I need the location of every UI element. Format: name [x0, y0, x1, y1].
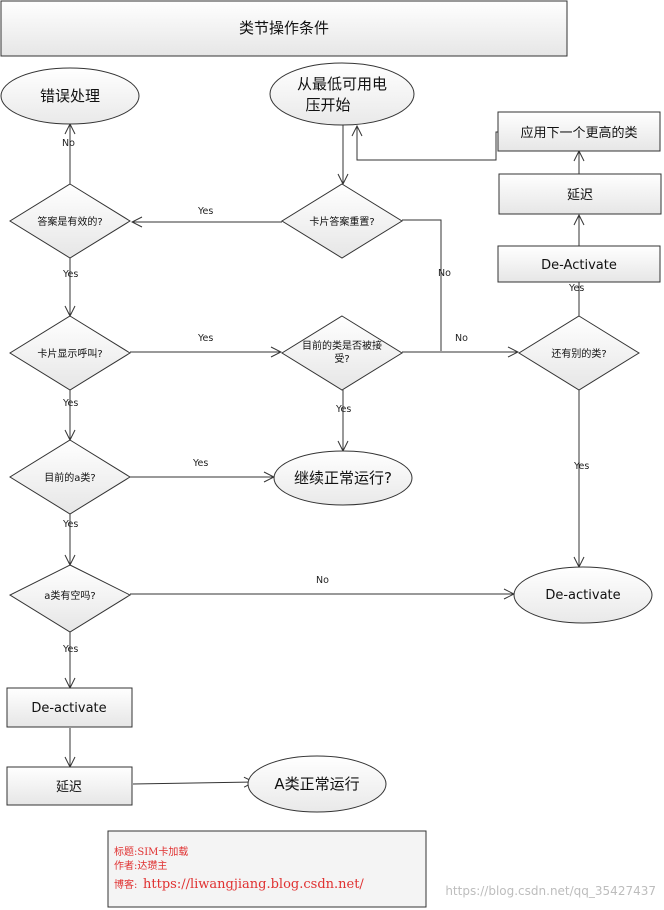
node-delay-right: 延迟 [498, 173, 662, 215]
node-answer-valid-label: 答案是有效的? [37, 215, 102, 228]
node-deactivate-left-label: De-activate [31, 701, 106, 716]
node-continue-normal: 继续正常运行? [273, 450, 413, 506]
label-no-accept: No [455, 333, 468, 344]
node-start-label-2: 压开始 [305, 96, 350, 114]
label-yes-other-down: Yes [573, 461, 589, 472]
node-other-class: 还有别的类? [518, 315, 640, 391]
edge-apply-to-start [357, 126, 498, 161]
node-deactivate-left: De-activate [6, 687, 133, 728]
node-current-a-class-label: 目前的a类? [44, 471, 95, 484]
edge-reset-down [402, 219, 442, 351]
node-deactivate-right-label: De-activate [545, 588, 620, 603]
label-no-error: No [62, 138, 75, 149]
node-a-class-space: a类有空吗? [8, 564, 132, 633]
node-deactivate-right-top-label: De-Activate [541, 258, 617, 273]
node-start-label-1: 从最低可用电 [297, 75, 387, 93]
node-card-show-label: 卡片显示呼叫? [37, 347, 102, 360]
watermark-text: https://blog.csdn.net/qq_35427437 [445, 884, 656, 898]
node-current-accept-label-1: 目前的类是否被接 [302, 339, 382, 352]
node-a-normal: A类正常运行 [247, 755, 387, 813]
node-apply-next: 应用下一个更高的类 [497, 111, 661, 152]
node-delay-left-label: 延迟 [56, 780, 82, 795]
label-yes-show: Yes [197, 333, 213, 344]
node-delay-left: 延迟 [6, 766, 133, 806]
label-yes-accept-down: Yes [335, 404, 351, 415]
node-other-class-label: 还有别的类? [551, 347, 606, 360]
node-deactivate-right-top: De-Activate [497, 245, 661, 283]
label-yes-aclass: Yes [192, 458, 208, 469]
node-error: 错误处理 [0, 67, 140, 125]
node-apply-next-label: 应用下一个更高的类 [520, 125, 637, 141]
node-continue-normal-label: 继续正常运行? [294, 469, 392, 487]
node-delay-right-label: 延迟 [567, 188, 593, 203]
node-answer-valid: 答案是有效的? [9, 183, 131, 259]
node-a-normal-label: A类正常运行 [274, 775, 359, 793]
node-start: 从最低可用电 压开始 [269, 62, 415, 126]
edge-delay-to-anormal [132, 782, 254, 784]
node-error-label: 错误处理 [40, 87, 100, 105]
connectors [70, 124, 579, 784]
caption-title: 标题:SIM卡加载 [114, 845, 188, 858]
title-box: 类节操作条件 [0, 0, 568, 57]
label-yes-other-up: Yes [568, 283, 584, 294]
label-yes-show-down: Yes [62, 398, 78, 409]
node-current-a-class: 目前的a类? [9, 439, 131, 515]
node-current-accept-label-2: 受? [334, 353, 349, 365]
node-card-reset: 卡片答案重置? [281, 183, 403, 259]
label-yes-space: Yes [62, 644, 78, 655]
caption-blog-url: https://liwangjiang.blog.csdn.net/ [143, 877, 364, 892]
node-card-reset-label: 卡片答案重置? [309, 215, 374, 228]
node-card-show: 卡片显示呼叫? [9, 315, 131, 391]
label-no-space: No [316, 575, 329, 586]
caption-blog-label: 博客: [114, 878, 137, 891]
node-deactivate-right: De-activate [513, 566, 653, 624]
caption-box: 标题:SIM卡加载 作者:达瓒主 博客: https://liwangjiang… [107, 830, 427, 908]
label-yes-aclass-down: Yes [62, 519, 78, 530]
edge-labels: No Yes No Yes Yes No Yes Yes Yes Yes Yes… [62, 138, 589, 655]
page-title: 类节操作条件 [239, 19, 329, 37]
label-no-reset: No [438, 268, 451, 279]
node-current-accept: 目前的类是否被接 受? [281, 315, 403, 391]
caption-author: 作者:达瓒主 [114, 859, 167, 872]
node-a-class-space-label: a类有空吗? [44, 589, 95, 602]
label-yes-reset: Yes [197, 206, 213, 217]
label-yes-valid: Yes [62, 269, 78, 280]
